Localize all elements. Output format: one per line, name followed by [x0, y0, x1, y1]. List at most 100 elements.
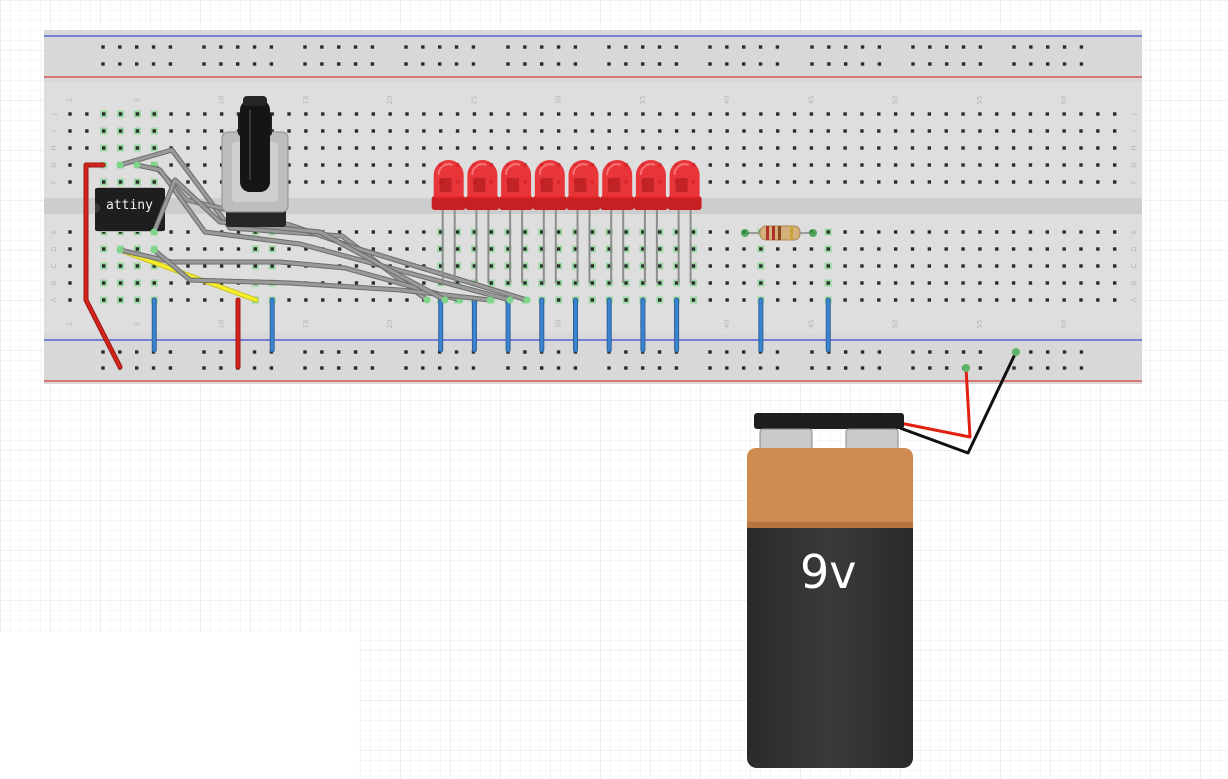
terminal-hole [860, 230, 864, 234]
terminal-hole [742, 298, 746, 302]
terminal-hole [68, 264, 72, 268]
terminal-hole [1079, 247, 1083, 251]
terminal-hole [135, 298, 140, 302]
terminal-hole [556, 230, 561, 234]
terminal-hole [893, 129, 898, 133]
terminal-hole [860, 129, 864, 133]
blue-ground-wires [151, 297, 831, 353]
terminal-hole [776, 129, 780, 133]
rail-hole [624, 366, 628, 370]
terminal-hole [405, 163, 409, 167]
rail-hole [607, 62, 611, 66]
potentiometer-icon [221, 96, 289, 227]
terminal-hole [439, 112, 443, 116]
terminal-hole [102, 264, 106, 268]
rail-hole [945, 62, 949, 66]
rail-hole [370, 62, 375, 66]
terminal-hole [893, 264, 898, 268]
terminal-hole [927, 112, 932, 116]
terminal-hole [995, 298, 999, 302]
terminal-hole [68, 163, 72, 167]
terminal-hole [1011, 163, 1016, 167]
terminal-hole [287, 298, 291, 302]
terminal-hole [337, 281, 342, 285]
terminal-hole [1028, 180, 1033, 184]
terminal-hole [910, 112, 915, 116]
terminal-hole [877, 264, 881, 268]
terminal-hole [860, 264, 864, 268]
terminal-hole [995, 146, 999, 150]
terminal-hole [607, 281, 611, 285]
terminal-hole [674, 146, 679, 150]
terminal-hole [725, 281, 729, 285]
terminal-hole [287, 163, 291, 167]
rail-hole [101, 350, 105, 354]
terminal-hole [927, 298, 932, 302]
rail-hole [101, 62, 105, 66]
terminal-hole [860, 146, 864, 150]
column-number: 40 [723, 96, 731, 105]
rail-hole [911, 350, 915, 354]
rail-hole [168, 62, 173, 66]
terminal-hole [1028, 281, 1033, 285]
terminal-hole [978, 298, 982, 302]
row-letter: A [1130, 297, 1138, 302]
terminal-hole [1113, 129, 1117, 133]
terminal-hole [102, 146, 106, 150]
rail-hole [353, 45, 358, 49]
terminal-hole [708, 129, 712, 133]
terminal-hole [135, 180, 140, 184]
terminal-hole [506, 146, 510, 150]
terminal-hole [439, 264, 443, 268]
terminal-hole [68, 180, 72, 184]
terminal-hole [607, 264, 611, 268]
terminal-hole [270, 247, 274, 251]
rail-hole [758, 45, 763, 49]
rail-hole [641, 45, 645, 49]
column-number: 5 [133, 98, 141, 102]
terminal-hole [1079, 180, 1083, 184]
rail-hole [827, 45, 831, 49]
row-letter: E [1130, 230, 1138, 234]
terminal-hole [1079, 163, 1083, 167]
terminal-hole [1028, 129, 1033, 133]
terminal-hole [422, 146, 426, 150]
terminal-hole [1045, 112, 1049, 116]
led-icon [566, 160, 601, 283]
rail-hole [725, 366, 729, 370]
terminal-hole [186, 112, 190, 116]
terminal-hole [843, 163, 847, 167]
terminal-hole [708, 112, 712, 116]
terminal-hole [321, 163, 325, 167]
terminal-hole [388, 298, 392, 302]
rail-hole [961, 350, 966, 354]
terminal-hole [1113, 281, 1117, 285]
terminal-hole [135, 264, 140, 268]
rail-hole [775, 62, 780, 66]
rail-hole [674, 62, 679, 66]
terminal-hole [506, 264, 510, 268]
rail-hole [269, 45, 274, 49]
rail-hole [877, 350, 882, 354]
terminal-hole [860, 247, 864, 251]
terminal-hole [472, 247, 477, 251]
terminal-hole [68, 247, 72, 251]
terminal-hole [877, 298, 881, 302]
rail-hole [928, 45, 932, 49]
terminal-hole [1062, 264, 1066, 268]
terminal-hole [961, 180, 965, 184]
led-icon [499, 160, 534, 283]
terminal-hole [135, 146, 140, 150]
terminal-hole [573, 264, 578, 268]
terminal-hole [995, 281, 999, 285]
rail-hole [827, 366, 831, 370]
rail-hole [742, 350, 746, 354]
terminal-hole [978, 112, 982, 116]
terminal-hole [455, 129, 460, 133]
column-number: 20 [386, 96, 394, 105]
terminal-hole [792, 163, 797, 167]
rail-hole [877, 45, 882, 49]
rail-hole [928, 350, 932, 354]
terminal-hole [219, 298, 224, 302]
terminal-hole [540, 264, 544, 268]
